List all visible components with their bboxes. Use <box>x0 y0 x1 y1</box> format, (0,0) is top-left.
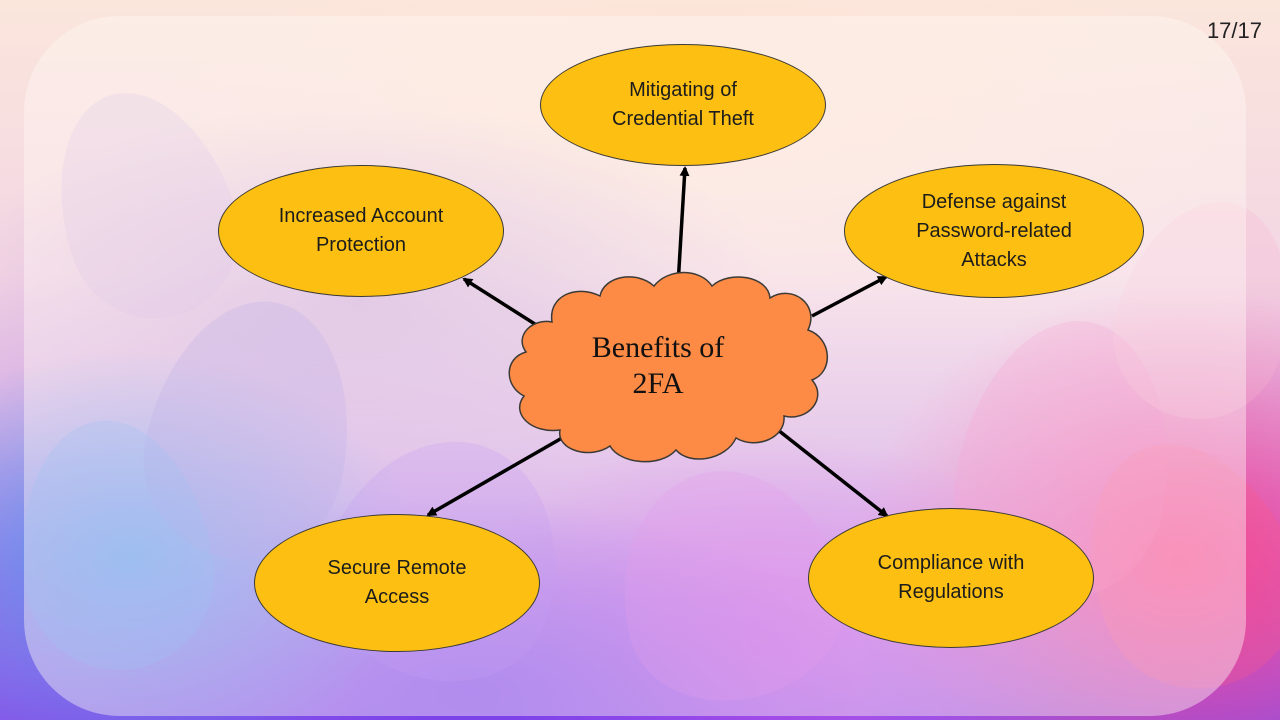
center-label-line-1: Benefits of <box>591 331 725 364</box>
center-label: Benefits of 2FA <box>570 330 746 402</box>
node-mitigating-credential-theft: Mitigating of Credential Theft <box>540 44 826 166</box>
arrow-to-increased <box>462 277 539 328</box>
node-label-line: Compliance with <box>877 552 1025 574</box>
node-compliance-regulations: Compliance with Regulations <box>808 508 1094 648</box>
node-label-line: Mitigating of <box>629 79 737 101</box>
center-label-line-2: 2FA <box>632 367 684 400</box>
arrow-to-mitigating <box>676 166 690 286</box>
node-label-line: Secure Remote <box>327 557 467 579</box>
node-increased-account-protection: Increased Account Protection <box>218 165 504 297</box>
node-label-line: Defense against <box>921 190 1067 213</box>
node-label-line: Password-related <box>916 219 1072 242</box>
node-label-line: Regulations <box>898 581 1004 603</box>
center-cloud-shape <box>508 271 828 463</box>
node-label-line: Credential Theft <box>612 108 754 130</box>
node-label-line: Protection <box>315 234 407 256</box>
arrow-to-compliance <box>776 428 889 518</box>
node-defense-password-attacks: Defense against Password-related Attacks <box>844 164 1144 298</box>
node-label-line: Access <box>364 586 430 608</box>
page-number: 17/17 <box>1206 18 1262 43</box>
node-secure-remote-access: Secure Remote Access <box>254 514 540 652</box>
arrow-to-secure <box>426 436 563 517</box>
node-label-line: Increased Account <box>278 205 444 227</box>
arrow-to-defense <box>811 275 888 318</box>
node-label-line: Attacks <box>961 248 1027 271</box>
